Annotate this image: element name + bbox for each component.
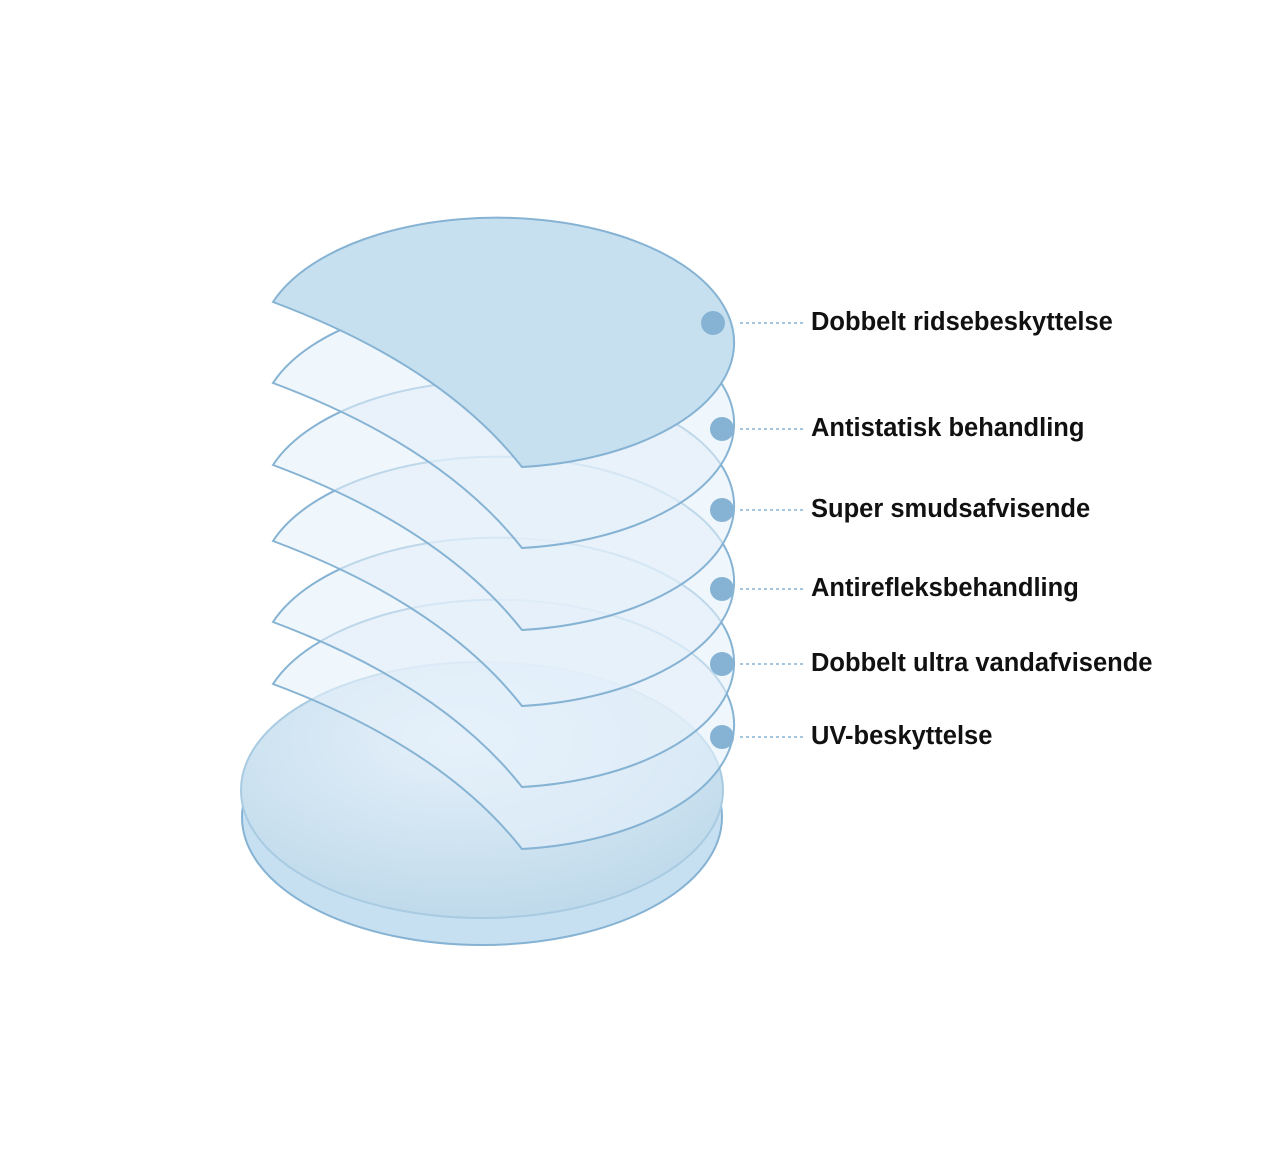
layer-label: Super smudsafvisende: [811, 495, 1091, 523]
marker-dot: [710, 577, 734, 601]
marker-dot: [701, 311, 725, 335]
layer-label: UV-beskyttelse: [811, 722, 993, 750]
coating-layers: [271, 216, 736, 851]
marker-dot: [710, 652, 734, 676]
marker-dot: [710, 417, 734, 441]
layer-label: Dobbelt ridsebeskyttelse: [811, 308, 1113, 336]
label-connectors: [701, 311, 805, 749]
layer-label: Antistatisk behandling: [811, 414, 1085, 442]
layer-label: Dobbelt ultra vandafvisende: [811, 649, 1153, 677]
layer-label: Antirefleksbehandling: [811, 574, 1079, 602]
marker-dot: [710, 725, 734, 749]
marker-dot: [710, 498, 734, 522]
coating-layer-1: [271, 216, 736, 469]
